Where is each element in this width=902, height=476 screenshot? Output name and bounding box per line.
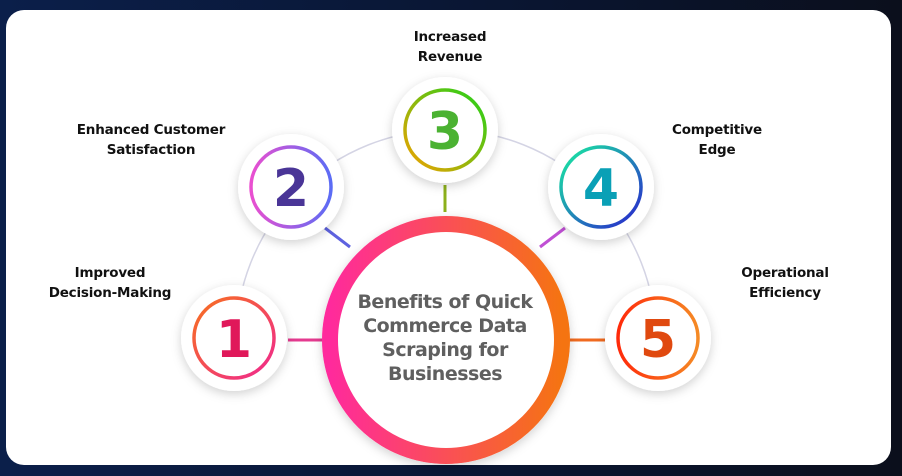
benefit-label-line: Decision-Making <box>48 285 172 301</box>
benefit-number-3: 3 <box>427 102 463 162</box>
benefit-label-line: Enhanced Customer <box>76 122 226 138</box>
benefit-label-line: Competitive <box>672 122 762 138</box>
benefit-label-line: Edge <box>698 142 736 158</box>
benefit-circle-2 <box>238 134 344 240</box>
connector-2 <box>324 226 351 249</box>
connector-4 <box>539 226 566 249</box>
benefit-circle-5 <box>605 285 711 391</box>
benefit-number-2: 2 <box>273 159 309 219</box>
benefit-number-1: 1 <box>216 310 252 370</box>
benefit-circle-4 <box>548 134 654 240</box>
diagram-title: Benefits of Quick Commerce Data Scraping… <box>357 291 533 385</box>
center-circle <box>322 216 570 464</box>
benefit-label-line: Increased <box>413 29 487 45</box>
benefit-label-line: Satisfaction <box>106 142 196 158</box>
benefit-circle-3 <box>392 77 498 183</box>
benefit-label-line: Efficiency <box>749 285 821 301</box>
benefit-number-4: 4 <box>583 159 619 219</box>
benefit-number-5: 5 <box>640 310 676 370</box>
benefit-label-line: Operational <box>741 265 829 281</box>
benefit-label-line: Revenue <box>417 49 483 65</box>
center-ring <box>322 216 570 464</box>
benefit-circle-1 <box>181 285 287 391</box>
benefit-label-line: Improved <box>74 265 146 281</box>
